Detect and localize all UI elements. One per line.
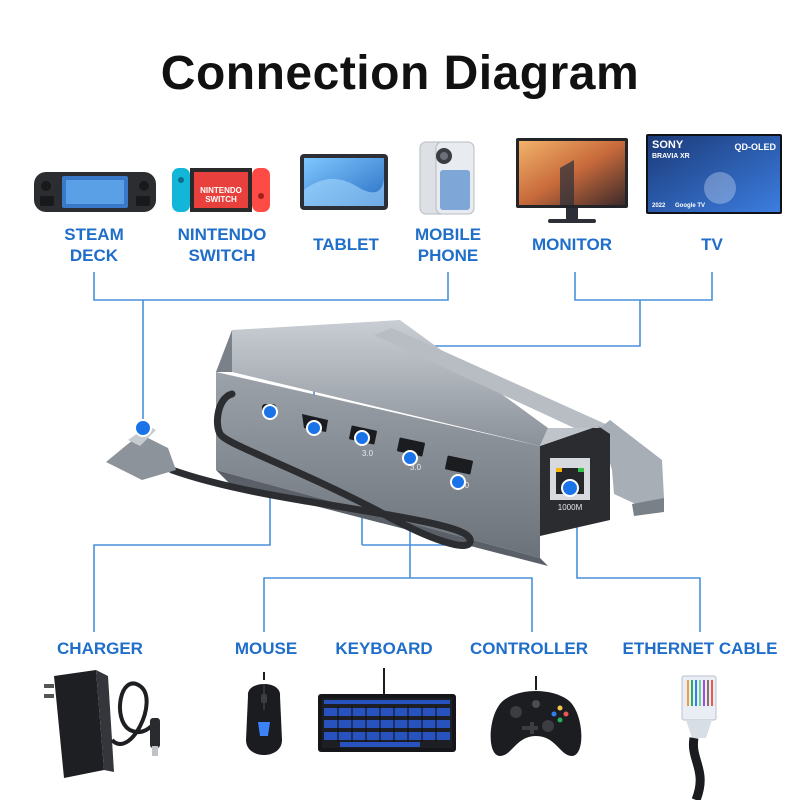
page-title: Connection Diagram: [160, 47, 640, 100]
usb-port-2: [397, 437, 425, 457]
label-line: TV: [701, 235, 723, 254]
label-ethernet-cable: ETHERNET CABLE: [622, 639, 778, 658]
tv-brand-text: SONY: [652, 139, 684, 151]
ethernet-marker: [561, 479, 579, 497]
svg-text:NINTENDO: NINTENDO: [200, 186, 242, 195]
tv-model-text: BRAVIA XR: [652, 153, 690, 160]
label-line: TABLET: [313, 235, 379, 254]
label-line: SWITCH: [188, 246, 256, 265]
controller-icon: [490, 676, 582, 756]
nintendo-switch-icon: NINTENDO SWITCH: [172, 168, 270, 212]
tv-badge-text: Google TV: [675, 203, 705, 209]
tv-icon: SONY BRAVIA XR QD-OLED 2022 Google TV: [646, 134, 782, 214]
dock-hub: 3.0 3.0 3.0 1000M: [106, 320, 664, 566]
label-line: NINTENDO: [177, 225, 267, 244]
label-nintendo-switch: NINTENDO SWITCH: [162, 224, 282, 266]
label-keyboard: KEYBOARD: [335, 639, 433, 658]
ethernet-port-label: 1000M: [558, 503, 583, 512]
label-steam-deck: STEAM DECK: [44, 224, 144, 266]
tablet-icon: [300, 154, 388, 210]
label-tablet: TABLET: [296, 234, 396, 255]
svg-text:SWITCH: SWITCH: [205, 195, 237, 204]
steam-deck-icon: [34, 172, 156, 212]
tv-panel-text: QD-OLED: [735, 142, 777, 152]
monitor-icon: [516, 138, 628, 223]
label-charger: CHARGER: [57, 639, 143, 658]
usb-2-marker: [402, 450, 418, 466]
usb-1-marker: [354, 430, 370, 446]
plug-marker: [134, 419, 152, 437]
mouse-icon: [246, 672, 282, 755]
label-line: MOBILE: [414, 225, 482, 244]
tv-year-text: 2022: [652, 203, 666, 209]
label-tv: TV: [662, 234, 762, 255]
label-monitor: MONITOR: [516, 234, 628, 255]
label-line: MONITOR: [532, 235, 612, 254]
charger-icon: [44, 670, 160, 778]
ethernet-cable-icon: [681, 675, 717, 800]
label-mouse: MOUSE: [234, 639, 298, 658]
usb-port-label-2: 3.0: [410, 463, 422, 472]
label-line: STEAM: [64, 225, 124, 244]
usb-port-3: [445, 455, 473, 475]
mobile-phone-icon: [419, 141, 475, 215]
label-mobile-phone: MOBILE PHONE: [398, 224, 498, 266]
label-controller: CONTROLLER: [469, 639, 589, 658]
usb-c-marker: [262, 404, 278, 420]
usb-c-cable: [168, 390, 474, 549]
keyboard-icon: [318, 668, 456, 752]
hdmi-marker: [306, 420, 322, 436]
label-line: PHONE: [417, 246, 479, 265]
label-line: DECK: [69, 246, 119, 265]
usb-c-plug: [106, 434, 176, 480]
usb-3-marker: [450, 474, 466, 490]
usb-port-label-1: 3.0: [362, 449, 374, 458]
port-markers: [134, 404, 579, 497]
